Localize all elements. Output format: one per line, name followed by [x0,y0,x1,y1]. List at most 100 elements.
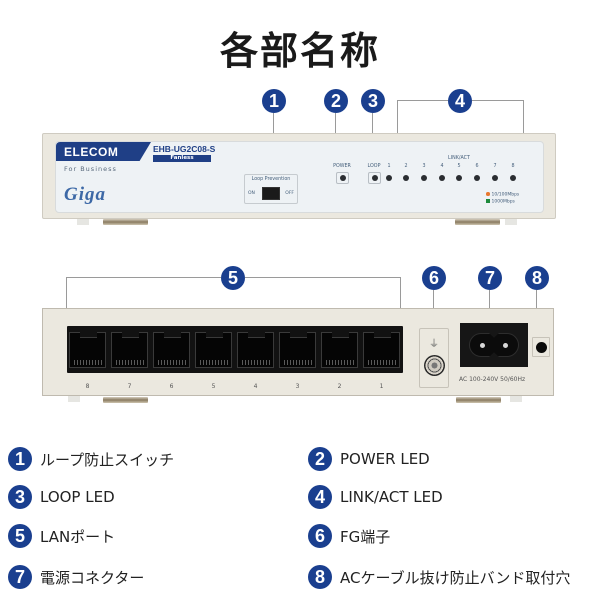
number-badge-icon: 2 [308,447,332,471]
brand-logo: ELECOM [64,145,119,159]
legend-label: POWER LED [340,450,430,468]
port-led-3 [421,175,427,181]
port-number-7: 7 [127,383,132,390]
rear-foot-right [456,397,501,403]
port-number-8: 8 [85,383,90,390]
link-act-label: LINK/ACT [448,156,470,161]
loop-led-label: LOOP [367,164,381,169]
loop-led-frame [368,172,381,184]
lan-port-5[interactable] [195,332,232,368]
leader-line-4-right [472,100,524,101]
callout-badge-1: 1 [262,89,286,113]
port-number-6: 6 [169,383,174,390]
rear-foot-rubber-left [68,396,80,402]
speed-legend-label: 10/100Mbps [491,192,520,198]
callout-badge-2: 2 [324,89,348,113]
port-led-7 [492,175,498,181]
front-foot-right [455,219,500,225]
switch-on-label: ON [248,191,255,196]
power-led [340,175,346,181]
speed-legend-1000: 1000Mbps [486,199,515,204]
fg-terminal-screw[interactable] [424,355,445,376]
page-title: 各部名称 [219,29,380,73]
cable-band-hole[interactable] [536,342,547,353]
lan-port-2[interactable] [321,332,358,368]
number-badge-icon: 8 [308,565,332,589]
front-face: ELECOM For Business Giga EHB-UG2C08-S Fa… [55,141,544,213]
power-connector[interactable] [460,323,528,367]
callout-badge-5: 5 [221,266,245,290]
speed-legend-label: 1000Mbps [491,199,515,205]
port-led-label-4: 4 [440,164,444,169]
brand-bar: ELECOM [56,142,151,161]
loop-prevention-switch[interactable] [262,187,280,200]
number-badge-icon: 6 [308,524,332,548]
callout-badge-4: 4 [448,89,472,113]
number-badge-icon: 1 [8,447,32,471]
front-panel: ELECOM For Business Giga EHB-UG2C08-S Fa… [42,133,556,219]
lan-port-3[interactable] [279,332,316,368]
legend-item-2: 2 POWER LED [308,447,430,471]
loop-led [372,175,378,181]
leader-line-5-left [66,277,221,278]
power-led-label: POWER [333,164,351,169]
rear-foot-rubber-right [510,396,522,402]
port-led-label-5: 5 [457,164,461,169]
number-badge-icon: 5 [8,524,32,548]
port-led-5 [456,175,462,181]
callout-badge-8: 8 [525,266,549,290]
port-led-label-7: 7 [493,164,497,169]
loop-prevention-label: Loop Prevention [251,177,291,182]
port-number-4: 4 [253,383,258,390]
legend-label: 電源コネクター [40,568,145,587]
legend-label: ループ防止スイッチ [40,450,175,469]
port-number-1: 1 [379,383,384,390]
legend-item-6: 6 FG端子 [308,524,390,548]
port-led-6 [474,175,480,181]
fg-terminal-panel: ⏚ [419,328,449,388]
leader-line-4-right-drop [523,100,524,140]
cable-band-hole-frame [532,337,550,357]
legend-label: LOOP LED [40,488,115,506]
front-foot-rubber-right [505,219,517,225]
lan-port-8[interactable] [69,332,106,368]
lan-port-block [67,326,403,373]
legend-item-1: 1 ループ防止スイッチ [8,447,174,471]
lan-port-1[interactable] [363,332,400,368]
leader-line-5-right-drop [400,277,401,327]
port-led-2 [403,175,409,181]
legend-label: LINK/ACT LED [340,488,443,506]
power-pin-left [480,343,485,348]
power-led-frame [336,172,349,184]
lan-port-4[interactable] [237,332,274,368]
power-socket [469,333,519,357]
number-badge-icon: 4 [308,485,332,509]
speed-legend-10-100: 10/100Mbps [486,192,519,197]
leader-line-4-left [397,100,448,101]
port-led-1 [386,175,392,181]
port-number-3: 3 [295,383,300,390]
ground-icon: ⏚ [429,339,439,350]
series-logo: Giga [64,184,106,205]
lan-port-7[interactable] [111,332,148,368]
leader-line-5-right [245,277,401,278]
leader-line-4-left-drop [397,100,398,140]
callout-badge-6: 6 [422,266,446,290]
lan-port-6[interactable] [153,332,190,368]
front-foot-left [103,219,148,225]
port-led-label-6: 6 [475,164,479,169]
port-led-label-1: 1 [387,164,391,169]
port-led-label-2: 2 [404,164,408,169]
legend-label: FG端子 [340,527,391,546]
switch-off-label: OFF [285,191,294,196]
rear-panel: 8 7 6 5 4 3 2 1 ⏚ AC 100-240V 50/60Hz [42,308,554,396]
power-pin-right [503,343,508,348]
orange-dot-icon [486,192,490,196]
front-foot-rubber-left [77,219,89,225]
brand-subtitle: For Business [64,165,117,173]
number-badge-icon: 3 [8,485,32,509]
fanless-badge: Fanless [153,155,211,162]
legend-item-5: 5 LANポート [8,524,115,548]
port-led-4 [439,175,445,181]
legend-label: ACケーブル抜け防止バンド取付穴 [340,568,571,587]
